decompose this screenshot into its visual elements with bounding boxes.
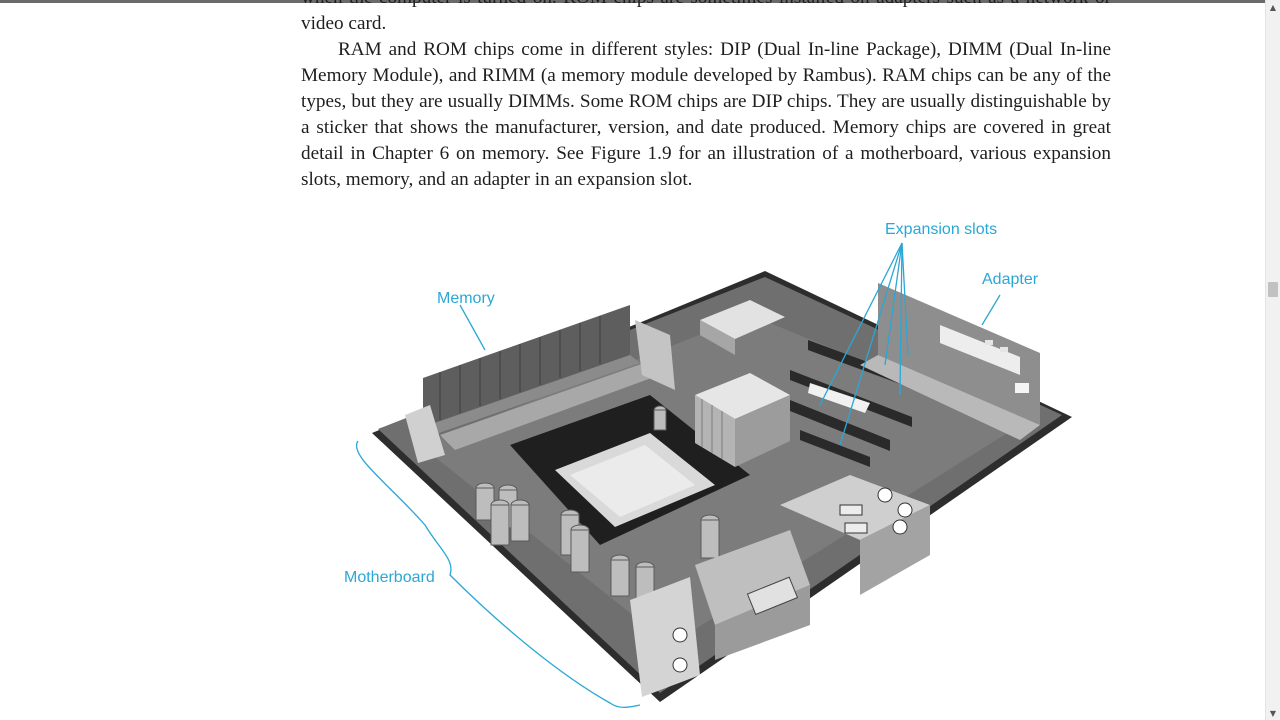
memory-modules (405, 305, 675, 463)
callout-memory: Memory (437, 290, 495, 307)
vertical-scrollbar[interactable]: ▲ ▼ (1265, 0, 1280, 720)
scroll-down-arrow-icon[interactable]: ▼ (1269, 708, 1277, 718)
callout-expansion-slots: Expansion slots (885, 221, 997, 238)
back-panel-io (630, 475, 930, 697)
motherboard-illustration: Expansion slots Adapter Memory Motherboa… (344, 221, 1072, 709)
paragraph-ram-rom-styles: RAM and ROM chips come in different styl… (301, 39, 1111, 190)
motherboard-figure: Expansion slots Adapter Memory Motherboa… (330, 205, 1090, 720)
top-border (0, 0, 1266, 3)
scroll-up-arrow-icon[interactable]: ▲ (1269, 2, 1277, 12)
adapter-card (860, 283, 1040, 440)
chipset-heatsink (695, 373, 790, 467)
scroll-thumb[interactable] (1268, 282, 1278, 297)
paragraph-rom-adapters: when the computer is turned on. ROM chip… (301, 0, 1111, 34)
capacitors (475, 405, 720, 604)
callout-adapter: Adapter (982, 271, 1039, 288)
callout-motherboard: Motherboard (344, 569, 435, 586)
callout-leader-lines (355, 242, 1001, 709)
